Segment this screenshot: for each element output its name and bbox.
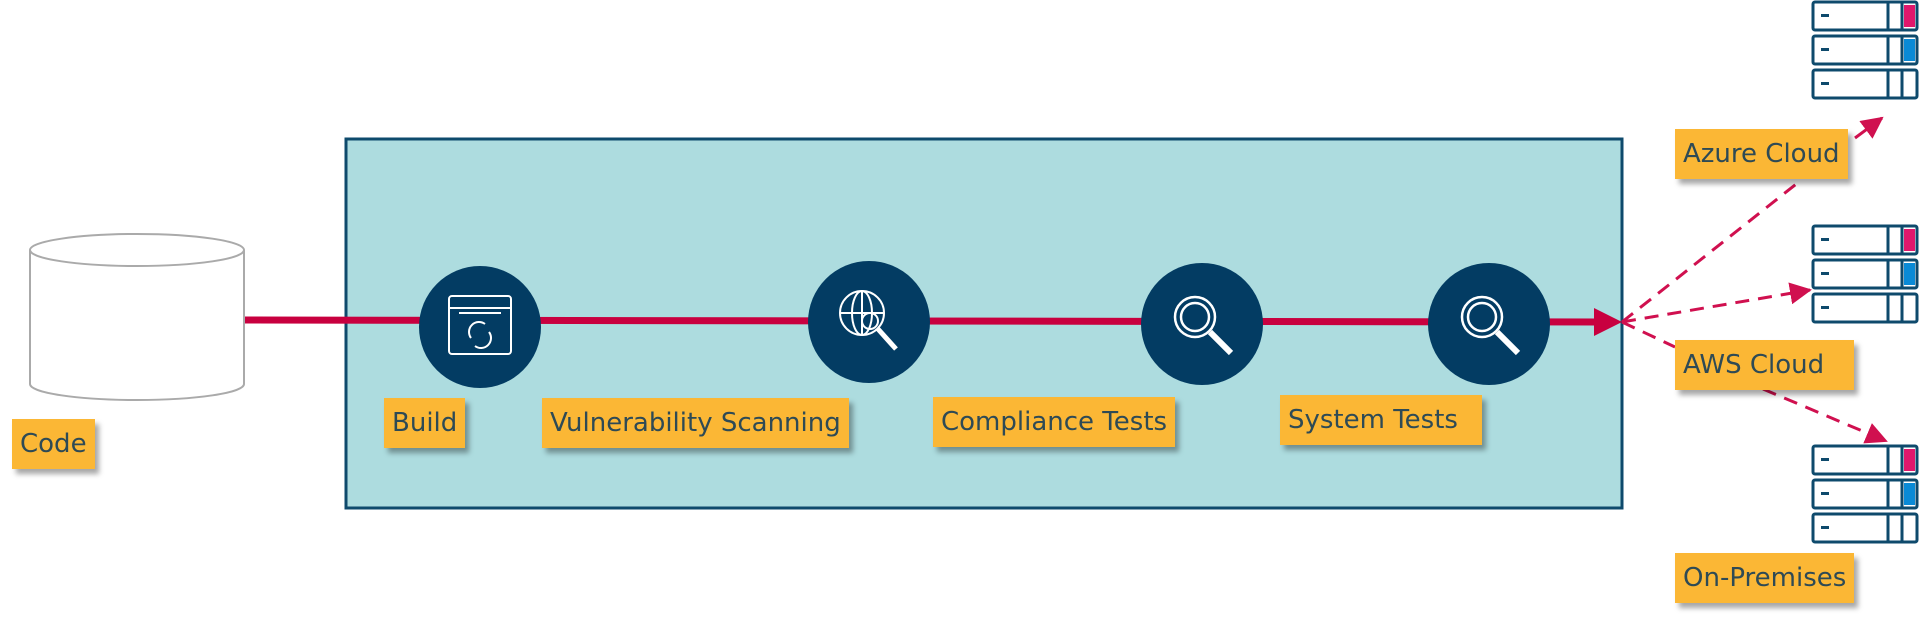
- flow-arrowhead: [1594, 308, 1622, 336]
- code-repository-cylinder-icon: [29, 233, 245, 401]
- compliance-tests-label: Compliance Tests: [933, 397, 1176, 447]
- vulnerability-scanning-stage-icon: [808, 261, 930, 383]
- build-label: Build: [384, 398, 466, 448]
- build-stage-icon: [419, 266, 541, 388]
- on-premises-server-rack-icon: [1811, 444, 1919, 544]
- azure-cloud-label: Azure Cloud: [1675, 129, 1848, 179]
- compliance-tests-stage-icon: [1141, 263, 1263, 385]
- system-tests-label: System Tests: [1280, 395, 1482, 445]
- aws-server-rack-icon: [1811, 224, 1919, 324]
- system-tests-stage-icon: [1428, 263, 1550, 385]
- on-premises-label: On-Premises: [1675, 553, 1855, 603]
- deploy-links: [1621, 116, 1888, 444]
- azure-server-rack-icon: [1811, 0, 1919, 100]
- code-label: Code: [12, 419, 95, 469]
- aws-cloud-label: AWS Cloud: [1675, 340, 1855, 390]
- vulnerability-scanning-label: Vulnerability Scanning: [542, 398, 849, 448]
